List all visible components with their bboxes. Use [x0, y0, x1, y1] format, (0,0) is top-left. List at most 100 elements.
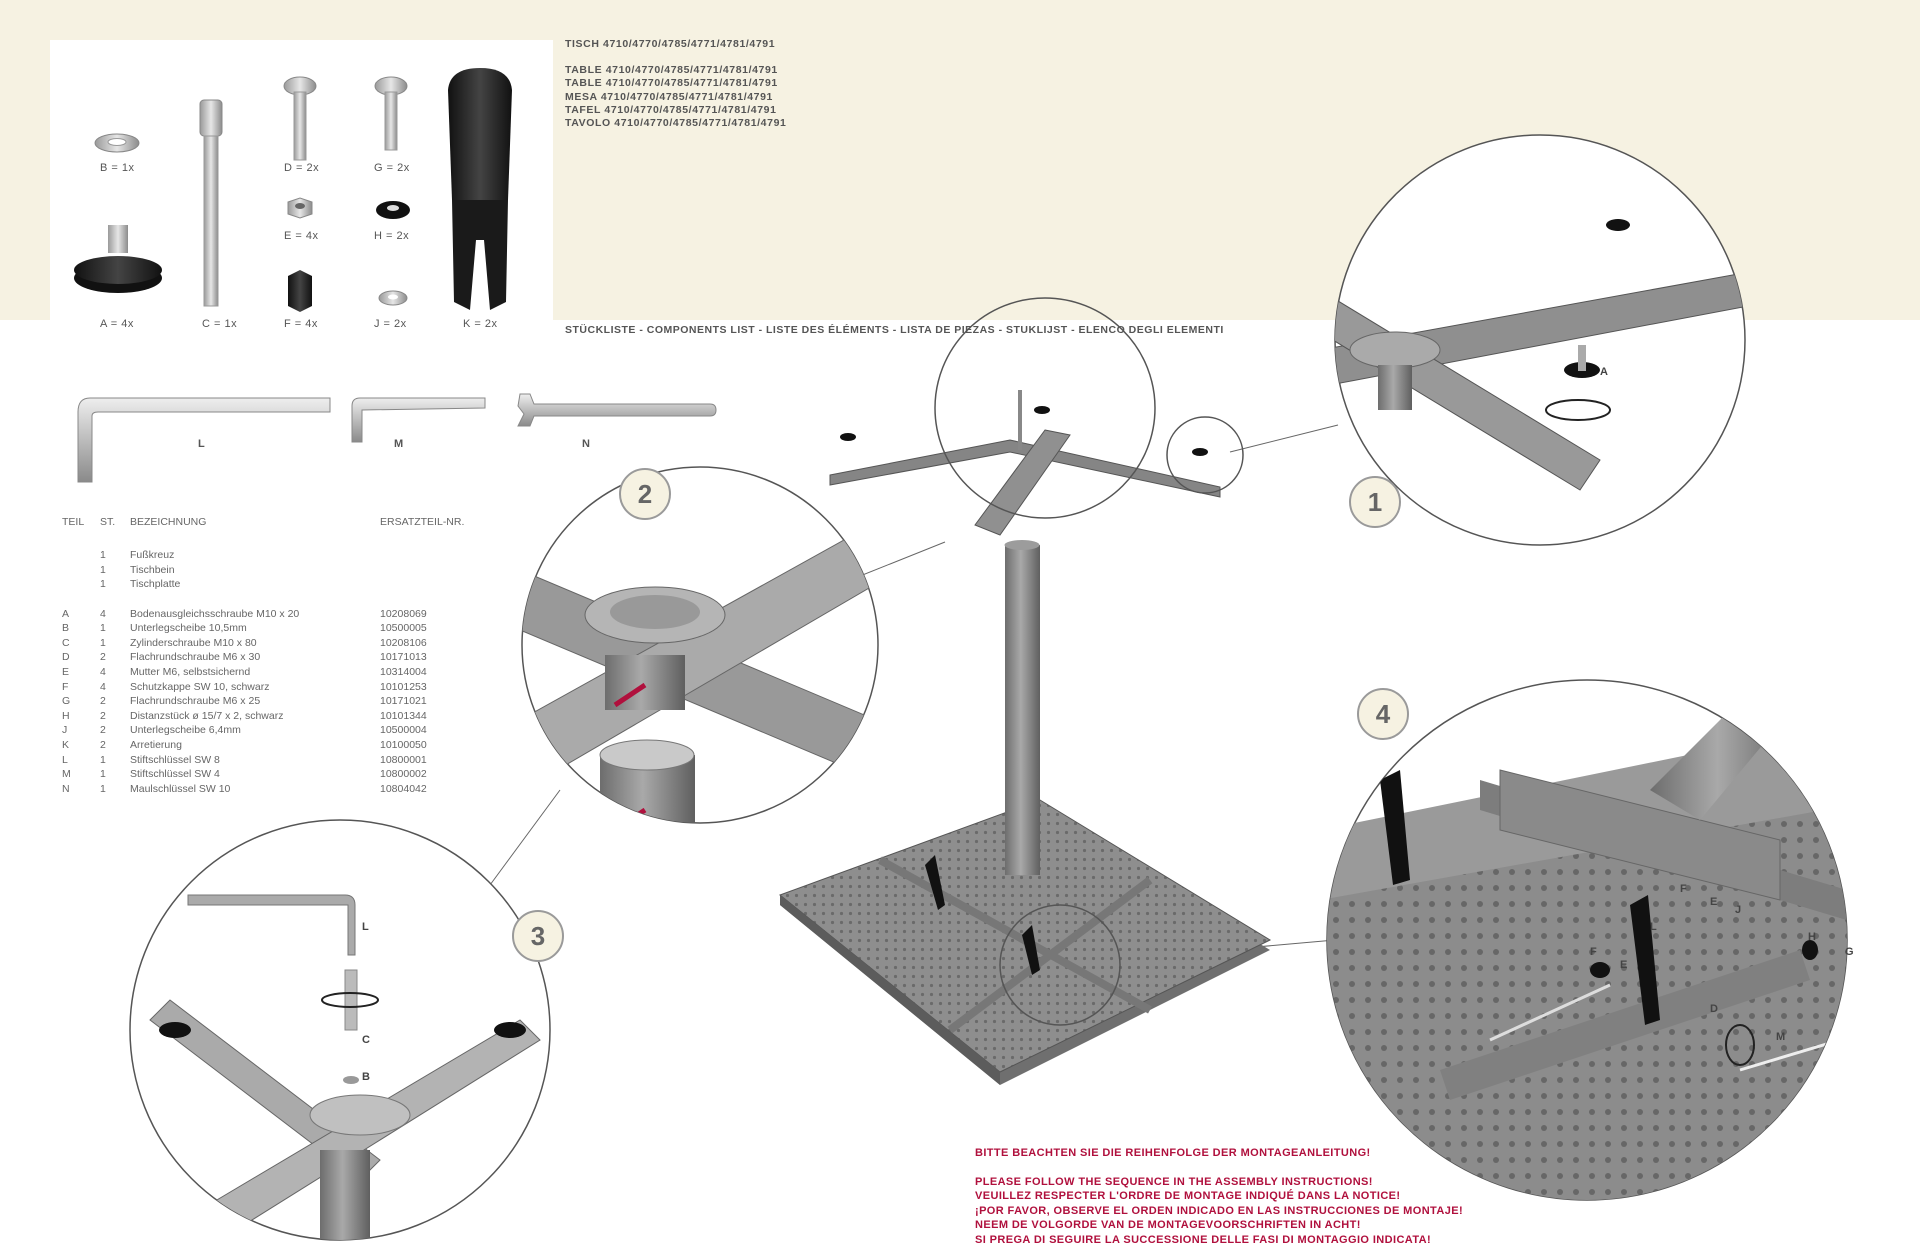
part-label-j: J = 2x	[374, 318, 407, 330]
part-code: G	[62, 695, 71, 708]
part-qty: 4	[100, 680, 106, 693]
part-code: A	[62, 607, 70, 620]
part-description: Flachrundschraube M6 x 30	[130, 651, 261, 664]
detail-ring-bottom	[999, 904, 1121, 1026]
part-qty: 2	[100, 724, 106, 737]
leader-line-2	[849, 541, 946, 581]
part-code: E	[62, 666, 70, 679]
title-it: TAVOLO 4710/4770/4785/4771/4781/4791	[565, 117, 787, 130]
table-header: TEIL ST. BEZEICHNUNG ERSATZTEIL-NR.	[62, 516, 480, 548]
tool-label-l: L	[198, 438, 205, 450]
part-label-h: H = 2x	[374, 230, 410, 242]
part-label-c: C = 1x	[202, 318, 238, 330]
leader-line-3	[489, 789, 561, 886]
parts-illustration	[74, 68, 512, 312]
callout-g: G	[1845, 946, 1854, 958]
table-assembly-main	[778, 390, 1272, 1085]
part-code: D	[62, 651, 70, 664]
locking-lever-k-icon	[448, 68, 512, 200]
part-qty: 1	[100, 768, 106, 781]
part-qty: 1	[100, 782, 106, 795]
part-qty: 2	[100, 695, 106, 708]
part-label-e: E = 4x	[284, 230, 319, 242]
part-description: Stiftschlüssel SW 4	[130, 768, 220, 781]
levelling-foot-a-icon	[108, 225, 128, 253]
part-description: Stiftschlüssel SW 8	[130, 753, 220, 766]
table-row: M 1 Stiftschlüssel SW 4 10800002	[62, 767, 480, 782]
part-qty: 1	[100, 622, 106, 635]
part-description: Tischplatte	[130, 578, 181, 591]
title-en: TABLE 4710/4770/4785/4771/4781/4791	[565, 64, 778, 77]
part-number: 10800002	[380, 768, 427, 781]
part-number: 10314004	[380, 666, 427, 679]
header-st: ST.	[100, 516, 116, 528]
part-code: K	[62, 739, 70, 752]
parts-table: TEIL ST. BEZEICHNUNG ERSATZTEIL-NR. 1 Fuß…	[62, 516, 480, 796]
step-badge-4: 4	[1357, 688, 1409, 740]
part-label-b: B = 1x	[100, 162, 135, 174]
part-qty: 1	[100, 636, 106, 649]
warning-es: ¡POR FAVOR, OBSERVE EL ORDEN INDICADO EN…	[975, 1204, 1464, 1217]
part-qty: 1	[100, 753, 106, 766]
callout-a: A	[1600, 366, 1608, 378]
header-teil: TEIL	[62, 516, 85, 528]
part-description: Fußkreuz	[130, 549, 175, 562]
spanner-n-icon	[517, 393, 717, 427]
title-nl: TAFEL 4710/4770/4785/4771/4781/4791	[565, 103, 777, 116]
callout-f-upper: F	[1680, 883, 1687, 895]
part-qty: 1	[100, 563, 106, 576]
part-label-k: K = 2x	[463, 318, 498, 330]
part-qty: 1	[100, 578, 106, 591]
part-number: 10101253	[380, 680, 427, 693]
part-number: 10208069	[380, 607, 427, 620]
part-label-f: F = 4x	[284, 318, 318, 330]
step-badge-1: 1	[1349, 476, 1401, 528]
part-code: F	[62, 680, 69, 693]
callout-e-lower: E	[1620, 959, 1627, 971]
detail-1-content	[1335, 219, 1745, 491]
tool-label-m: M	[394, 438, 404, 450]
part-qty: 2	[100, 651, 106, 664]
callout-d: D	[1710, 1003, 1718, 1015]
callout-e-upper: E	[1710, 896, 1717, 908]
warning-en: PLEASE FOLLOW THE SEQUENCE IN THE ASSEMB…	[975, 1175, 1373, 1188]
tools-illustration	[77, 393, 717, 483]
part-qty: 4	[100, 666, 106, 679]
callout-b: B	[362, 1071, 370, 1083]
part-label-a: A = 4x	[100, 318, 134, 330]
part-description: Tischbein	[130, 563, 175, 576]
warning-de: BITTE BEACHTEN SIE DIE REIHENFOLGE DER M…	[975, 1147, 1371, 1159]
table-row: 1 Tischplatte	[62, 577, 480, 592]
part-qty: 2	[100, 709, 106, 722]
part-number: 10171021	[380, 695, 427, 708]
callout-j: J	[1735, 904, 1741, 916]
detail-3-content	[149, 894, 541, 1240]
cap-f-icon	[288, 270, 312, 312]
part-code: N	[62, 782, 70, 795]
part-qty: 4	[100, 607, 106, 620]
assembly-warning: BITTE BEACHTEN SIE DIE REIHENFOLGE DER M…	[975, 1146, 1463, 1248]
header-ersatzteil: ERSATZTEIL-NR.	[380, 516, 465, 528]
part-number: 10171013	[380, 651, 427, 664]
part-number: 10101344	[380, 709, 427, 722]
part-label-d: D = 2x	[284, 162, 320, 174]
part-code: B	[62, 622, 70, 635]
table-row: E 4 Mutter M6, selbstsichernd 10314004	[62, 665, 480, 680]
part-description: Mutter M6, selbstsichernd	[130, 666, 251, 679]
warning-it: SI PREGA DI SEGUIRE LA SUCCESSIONE DELLE…	[975, 1233, 1432, 1246]
part-code: J	[62, 724, 68, 737]
part-code: L	[62, 753, 68, 766]
part-code: M	[62, 768, 71, 781]
part-number: 10500004	[380, 724, 427, 737]
part-number: 10100050	[380, 739, 427, 752]
title-de: TISCH 4710/4770/4785/4771/4781/4791	[565, 38, 776, 50]
parts-panel: B = 1x A = 4x C = 1x D = 2x E = 4x F = 4…	[50, 40, 553, 330]
